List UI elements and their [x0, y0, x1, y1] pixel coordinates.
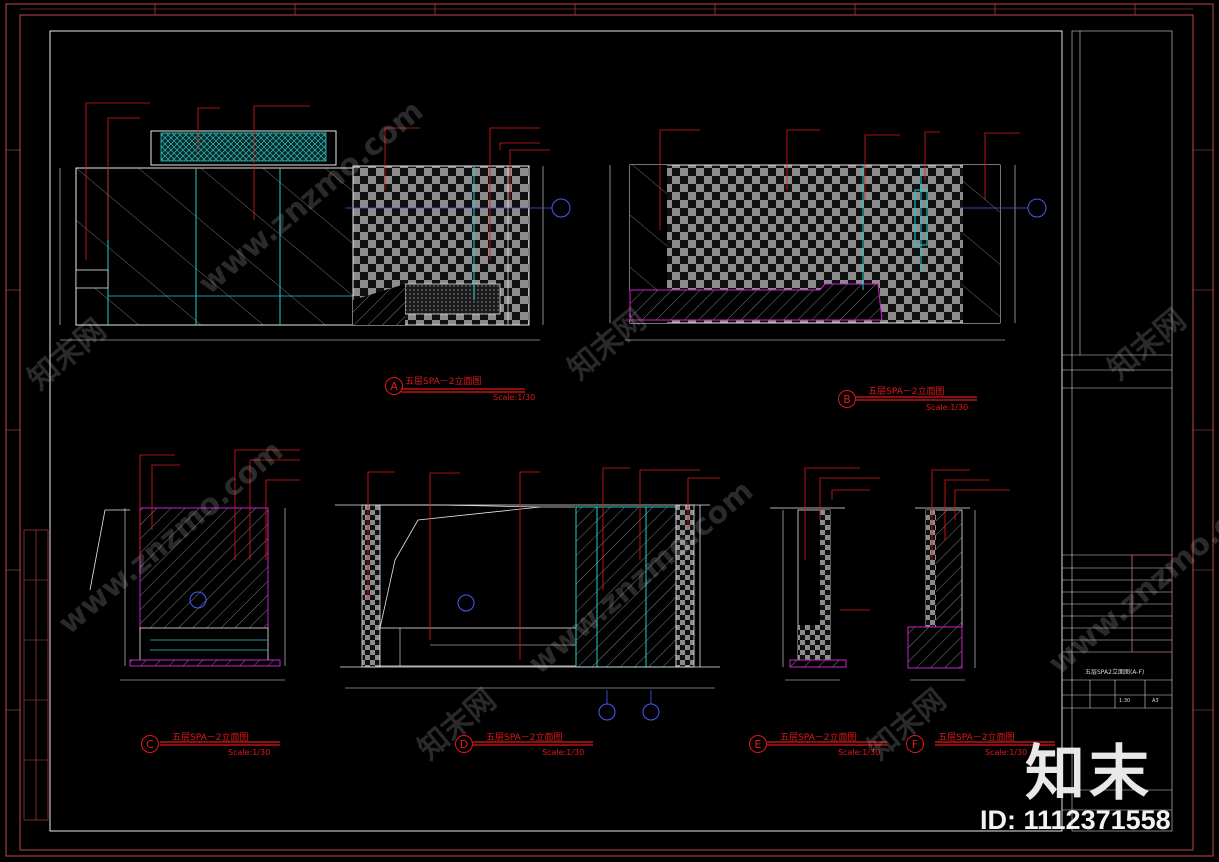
view-b-marker: B — [838, 390, 856, 408]
view-a-scale: Scale:1/30 — [493, 393, 536, 402]
view-a-marker: A — [385, 377, 403, 395]
left-title-block — [23, 529, 49, 821]
view-f-title: 五层SPA－2立面图 — [938, 733, 1015, 743]
title-underlines — [160, 388, 1055, 746]
image-id-label: ID: 1112371558 — [980, 805, 1171, 835]
elevation-b — [609, 129, 1047, 341]
title-block-red-cells — [1131, 554, 1173, 653]
brand-logo: 知末 — [1025, 739, 1153, 809]
view-f-marker: F — [906, 735, 924, 753]
right-title-block — [1061, 30, 1173, 832]
view-c-title: 五层SPA－2立面图 — [172, 733, 249, 743]
title-block-drawing-name: 五层SPA2立面图(A-F) — [1085, 669, 1145, 676]
view-d-scale: Scale:1/30 — [542, 748, 585, 757]
elevation-d — [335, 467, 720, 721]
view-e-scale: Scale:1/30 — [838, 748, 881, 757]
frame-ticks — [6, 4, 1213, 711]
view-a-title: 五层SPA－2立面图 — [405, 377, 482, 387]
view-c-scale: Scale:1/30 — [228, 748, 271, 757]
title-block-sheet-size: A3 — [1152, 698, 1159, 704]
elevation-a — [59, 102, 571, 341]
view-b-scale: Scale:1/30 — [926, 403, 969, 412]
view-d-title: 五层SPA－2立面图 — [486, 733, 563, 743]
view-d-marker: D — [455, 735, 473, 753]
view-e-title: 五层SPA－2立面图 — [780, 733, 857, 743]
view-c-marker: C — [141, 735, 159, 753]
elevation-e — [770, 467, 880, 681]
view-b-title: 五层SPA－2立面图 — [868, 387, 945, 397]
elevation-f — [907, 469, 1010, 681]
view-e-marker: E — [749, 735, 767, 753]
view-f-scale: Scale:1/30 — [985, 748, 1028, 757]
title-block-scale: 1:30 — [1119, 698, 1131, 704]
elevation-c — [89, 449, 300, 681]
